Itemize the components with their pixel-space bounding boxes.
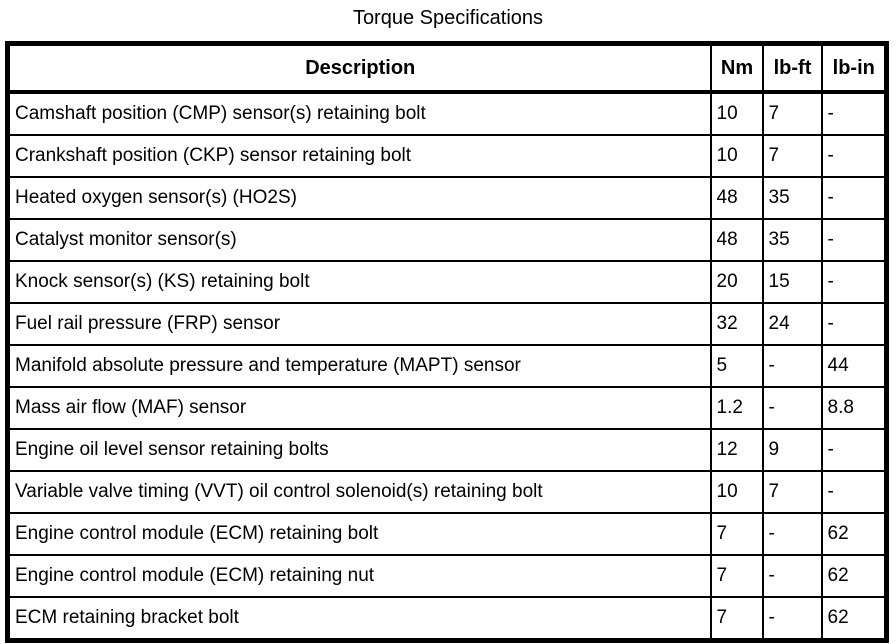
cell-lb-in: 44 <box>820 344 888 388</box>
cell-lb-ft: 15 <box>761 260 823 304</box>
table-header-row: Description Nm lb-ft lb-in <box>6 42 888 94</box>
table-row: Variable valve timing (VVT) oil control … <box>6 470 888 514</box>
cell-description: Manifold absolute pressure and temperatu… <box>6 344 712 388</box>
cell-lb-ft: 9 <box>761 428 823 472</box>
cell-nm: 10 <box>709 470 764 514</box>
cell-lb-ft: 7 <box>761 91 823 136</box>
header-lb-in: lb-in <box>820 42 888 94</box>
cell-nm: 7 <box>709 554 764 598</box>
cell-description: Crankshaft position (CKP) sensor retaini… <box>6 134 712 178</box>
table-row: Fuel rail pressure (FRP) sensor 32 24 - <box>6 302 888 346</box>
cell-lb-in: 62 <box>820 596 888 642</box>
table-row: Manifold absolute pressure and temperatu… <box>6 344 888 388</box>
cell-description: Mass air flow (MAF) sensor <box>6 386 712 430</box>
cell-lb-ft: 35 <box>761 176 823 220</box>
cell-lb-in: - <box>820 302 888 346</box>
cell-lb-in: 62 <box>820 554 888 598</box>
cell-description: Engine oil level sensor retaining bolts <box>6 428 712 472</box>
cell-lb-ft: 7 <box>761 470 823 514</box>
cell-lb-ft: - <box>761 386 823 430</box>
cell-lb-in: - <box>820 218 888 262</box>
cell-lb-in: - <box>820 176 888 220</box>
table-row: Heated oxygen sensor(s) (HO2S) 48 35 - <box>6 176 888 220</box>
cell-description: Variable valve timing (VVT) oil control … <box>6 470 712 514</box>
page-title: Torque Specifications <box>352 7 544 29</box>
cell-lb-in: - <box>820 260 888 304</box>
cell-nm: 7 <box>709 512 764 556</box>
header-description: Description <box>6 42 712 94</box>
cell-description: Catalyst monitor sensor(s) <box>6 218 712 262</box>
table-row: ECM retaining bracket bolt 7 - 62 <box>6 596 888 642</box>
cell-nm: 48 <box>709 176 764 220</box>
cell-description: Camshaft position (CMP) sensor(s) retain… <box>6 91 712 136</box>
cell-lb-ft: - <box>761 554 823 598</box>
cell-lb-in: - <box>820 470 888 514</box>
cell-nm: 10 <box>709 91 764 136</box>
cell-lb-ft: 7 <box>761 134 823 178</box>
cell-lb-in: - <box>820 428 888 472</box>
cell-nm: 7 <box>709 596 764 642</box>
cell-lb-ft: - <box>761 344 823 388</box>
header-lb-ft: lb-ft <box>761 42 823 94</box>
cell-nm: 1.2 <box>709 386 764 430</box>
cell-nm: 12 <box>709 428 764 472</box>
table-row: Mass air flow (MAF) sensor 1.2 - 8.8 <box>6 386 888 430</box>
table-row: Crankshaft position (CKP) sensor retaini… <box>6 134 888 178</box>
cell-nm: 5 <box>709 344 764 388</box>
cell-nm: 48 <box>709 218 764 262</box>
cell-lb-ft: - <box>761 512 823 556</box>
table-row: Catalyst monitor sensor(s) 48 35 - <box>6 218 888 262</box>
header-nm: Nm <box>709 42 764 94</box>
cell-nm: 10 <box>709 134 764 178</box>
cell-description: ECM retaining bracket bolt <box>6 596 712 642</box>
cell-lb-in: - <box>820 91 888 136</box>
cell-nm: 20 <box>709 260 764 304</box>
cell-description: Heated oxygen sensor(s) (HO2S) <box>6 176 712 220</box>
cell-lb-ft: 35 <box>761 218 823 262</box>
cell-description: Knock sensor(s) (KS) retaining bolt <box>6 260 712 304</box>
cell-lb-ft: - <box>761 596 823 642</box>
cell-description: Engine control module (ECM) retaining nu… <box>6 554 712 598</box>
table-row: Engine control module (ECM) retaining bo… <box>6 512 888 556</box>
cell-description: Fuel rail pressure (FRP) sensor <box>6 302 712 346</box>
torque-spec-table: Description Nm lb-ft lb-in Camshaft posi… <box>5 41 889 643</box>
table-row: Camshaft position (CMP) sensor(s) retain… <box>6 91 888 136</box>
cell-lb-in: 62 <box>820 512 888 556</box>
table-row: Knock sensor(s) (KS) retaining bolt 20 1… <box>6 260 888 304</box>
cell-nm: 32 <box>709 302 764 346</box>
cell-lb-ft: 24 <box>761 302 823 346</box>
cell-lb-in: 8.8 <box>820 386 888 430</box>
cell-lb-in: - <box>820 134 888 178</box>
table-row: Engine control module (ECM) retaining nu… <box>6 554 888 598</box>
table-row: Engine oil level sensor retaining bolts … <box>6 428 888 472</box>
cell-description: Engine control module (ECM) retaining bo… <box>6 512 712 556</box>
